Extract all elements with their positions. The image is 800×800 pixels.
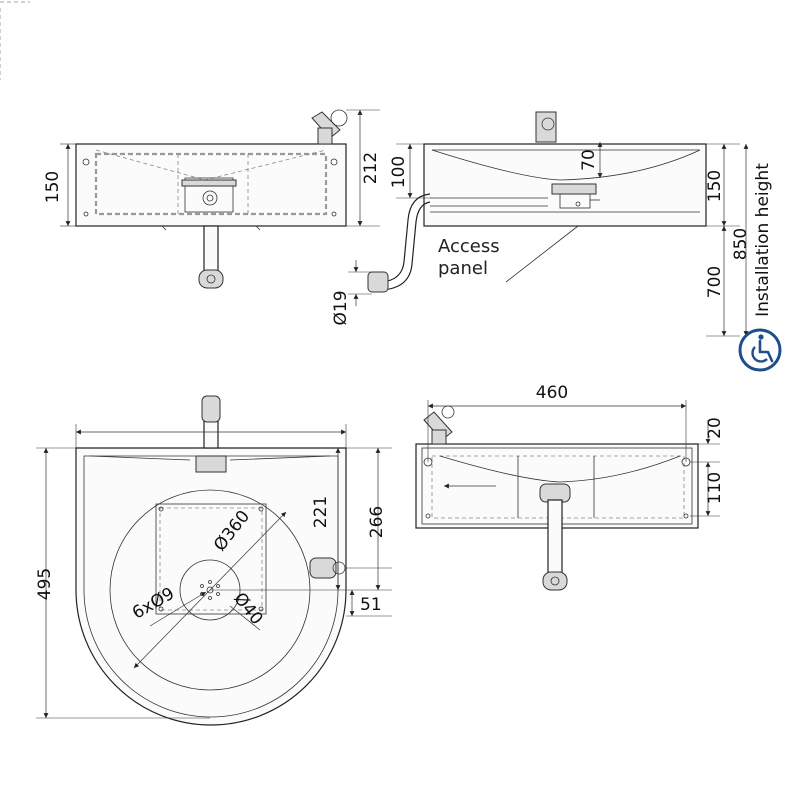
dim-waste-pipe-diameter: Ø19 xyxy=(331,290,351,325)
dim-side-lower-height: 700 xyxy=(705,266,725,298)
dim-side-body-height: 150 xyxy=(705,170,725,202)
plan-view xyxy=(75,395,347,726)
dim-rear-width: 460 xyxy=(536,383,568,403)
rear-view xyxy=(415,405,699,591)
side-view xyxy=(367,111,707,293)
front-dimensions xyxy=(60,109,380,227)
corner-mark xyxy=(0,1,30,80)
dim-plan-depth: 495 xyxy=(35,568,55,600)
wheelchair-icon xyxy=(738,328,782,372)
dim-plan-centre-offset: 221 xyxy=(311,496,331,528)
dim-plan-tap-side: 51 xyxy=(360,595,382,615)
dim-plan-tap-offset: 266 xyxy=(367,506,387,538)
dim-side-bowl-depth: 70 xyxy=(579,149,599,171)
dim-rear-top-offset: 20 xyxy=(705,417,725,439)
side-dimensions xyxy=(348,142,749,337)
plan-dimensions xyxy=(36,424,392,719)
dim-front-overall-height: 212 xyxy=(361,152,381,184)
dim-side-top-offset: 100 xyxy=(389,156,409,188)
access-panel-label-line1: Access xyxy=(438,236,500,257)
installation-height-label: Installation height xyxy=(753,163,773,317)
dim-installation-height-value: 850 xyxy=(731,228,751,260)
rear-dimensions xyxy=(427,400,720,517)
dim-rear-hole-spacing: 110 xyxy=(705,472,725,504)
access-panel-label-line2: panel xyxy=(438,258,488,279)
dim-front-height: 150 xyxy=(43,171,63,203)
front-view xyxy=(75,109,348,289)
